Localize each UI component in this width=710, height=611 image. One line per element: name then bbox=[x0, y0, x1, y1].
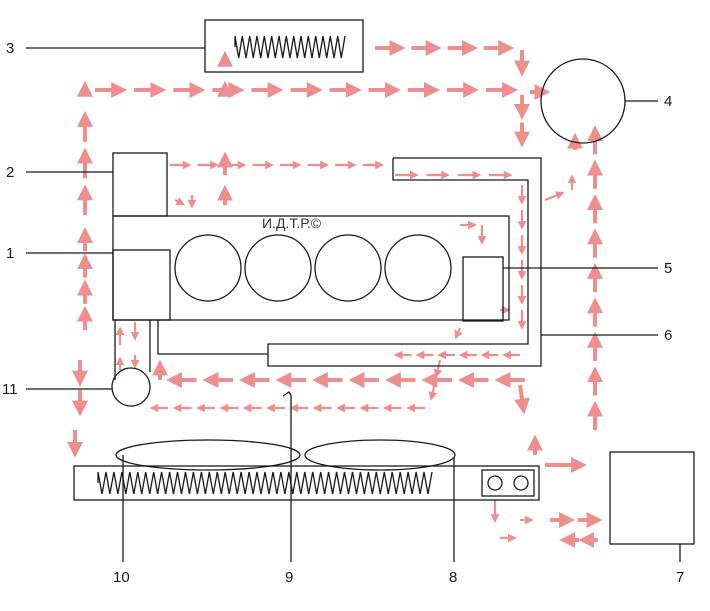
auxiliary-pump bbox=[111, 367, 151, 407]
flow-arrow bbox=[433, 359, 443, 379]
label-6: 6 bbox=[664, 327, 672, 344]
label-3: 3 bbox=[6, 40, 14, 57]
leader-lines bbox=[26, 47, 681, 562]
heater-core bbox=[204, 19, 364, 73]
label-2: 2 bbox=[6, 164, 14, 181]
label-8: 8 bbox=[449, 569, 457, 586]
flow-arrow bbox=[454, 327, 463, 340]
label-7: 7 bbox=[676, 569, 684, 586]
radiator bbox=[73, 465, 540, 501]
radiator-fan-left bbox=[115, 439, 301, 471]
coolant-flow-arrows bbox=[67, 40, 603, 548]
cylinder-4 bbox=[384, 234, 452, 302]
thermostat-housing bbox=[112, 152, 168, 217]
radiator-fan-right bbox=[304, 439, 456, 471]
label-10: 10 bbox=[113, 569, 130, 586]
flow-arrow bbox=[428, 382, 438, 401]
cylinder-1 bbox=[174, 234, 242, 302]
label-11: 11 bbox=[2, 381, 18, 398]
flow-arrow bbox=[174, 197, 186, 206]
oil-cooler bbox=[462, 256, 504, 322]
flow-arrow bbox=[514, 384, 530, 415]
engine-block bbox=[112, 215, 510, 321]
cylinder-3 bbox=[314, 234, 382, 302]
expansion-tank bbox=[540, 58, 626, 144]
watermark: И.Д.Т.Р.© bbox=[262, 215, 322, 231]
coolant-channel bbox=[267, 157, 542, 367]
flow-arrow bbox=[544, 191, 565, 202]
label-4: 4 bbox=[664, 93, 672, 110]
label-9: 9 bbox=[285, 569, 293, 586]
water-pump bbox=[112, 249, 171, 321]
reservoir-box bbox=[609, 451, 695, 545]
label-1: 1 bbox=[6, 245, 14, 262]
label-5: 5 bbox=[664, 260, 672, 277]
cylinder-2 bbox=[244, 234, 312, 302]
